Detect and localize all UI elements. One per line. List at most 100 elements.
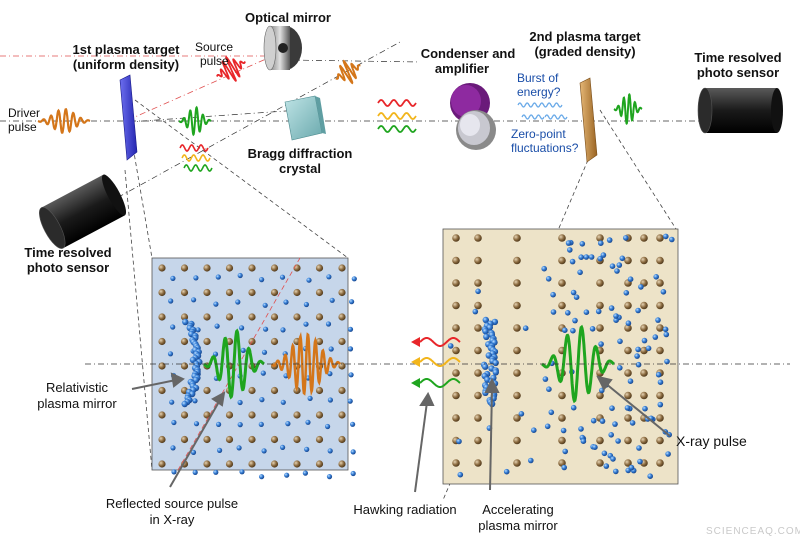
ion-particle <box>338 337 346 346</box>
electron-particle <box>213 301 219 307</box>
electron-particle <box>606 237 613 243</box>
ion-particle <box>640 256 648 265</box>
ion-particle <box>225 313 234 321</box>
electron-particle <box>307 395 313 401</box>
ion-particle <box>452 391 460 400</box>
condenser-label: Condenser and <box>421 46 516 61</box>
electron-particle <box>560 427 567 434</box>
electron-particle <box>598 240 604 246</box>
electron-particle <box>663 331 670 338</box>
second-target-label: 2nd plasma target <box>529 29 641 44</box>
electron-particle <box>628 464 635 471</box>
electron-particle <box>260 370 266 376</box>
electron-particle <box>325 423 331 430</box>
mirror-electron <box>482 328 489 335</box>
ion-particle <box>474 436 482 445</box>
electron-particle <box>634 353 640 359</box>
electron-particle <box>541 265 547 272</box>
ion-particle <box>270 411 279 419</box>
ion-particle <box>513 346 521 355</box>
rgb-waves-middle <box>377 99 417 133</box>
electron-particle <box>349 299 355 305</box>
electron-particle <box>192 469 198 475</box>
electron-particle <box>303 301 309 308</box>
ion-particle <box>474 459 482 467</box>
ion-particle <box>596 436 604 445</box>
bragg-label: Bragg diffraction <box>248 146 353 161</box>
mirror-electron <box>482 363 489 370</box>
ion-particle <box>452 346 460 355</box>
hawking-label: Hawking radiation <box>353 502 456 517</box>
electron-particle <box>578 254 584 260</box>
ion-particle <box>338 460 346 468</box>
ion-particle <box>270 460 279 468</box>
ion-particle <box>270 288 279 297</box>
blue-fluctuation-waves <box>517 102 568 120</box>
ion-particle <box>293 435 301 444</box>
electron-particle <box>303 321 309 327</box>
electron-particle <box>215 274 221 280</box>
ion-particle <box>596 301 604 310</box>
second-target-sublabel: (graded density) <box>534 44 635 59</box>
source-pulse-label: Source <box>195 40 233 54</box>
electron-particle <box>325 321 332 327</box>
electron-particle <box>613 317 619 324</box>
electron-particle <box>613 313 619 319</box>
ion-particle <box>624 436 632 445</box>
ion-particle <box>203 460 211 468</box>
electron-particle <box>259 397 265 403</box>
ion-particle <box>315 337 324 346</box>
electron-particle <box>570 404 577 411</box>
ion-particle <box>203 313 211 321</box>
electron-particle <box>170 275 176 281</box>
electron-particle <box>190 449 197 455</box>
ion-particle <box>474 279 482 287</box>
electron-particle <box>598 341 604 347</box>
ion-particle <box>640 324 648 332</box>
electron-particle <box>613 468 619 475</box>
ion-particle <box>624 414 632 422</box>
electron-particle <box>546 386 552 393</box>
ion-particle <box>452 324 460 332</box>
first-target-sublabel: (uniform density) <box>73 57 179 72</box>
sensor-left-label: Time resolved <box>24 245 111 260</box>
electron-particle <box>193 275 199 281</box>
mirror-electron <box>482 316 489 324</box>
ion-particle <box>640 436 648 445</box>
mirror-electron <box>492 369 499 376</box>
sensor-left-sublabel: photo sensor <box>27 260 109 275</box>
ion-particle <box>513 414 521 422</box>
ion-particle <box>158 460 166 468</box>
ion-particle <box>474 324 482 332</box>
electron-particle <box>447 343 454 349</box>
electron-particle <box>285 421 291 427</box>
electron-particle <box>237 272 243 279</box>
electron-particle <box>610 456 616 462</box>
relativistic-mirror-label: Relativistic <box>46 380 109 395</box>
electron-particle <box>216 421 222 427</box>
electron-particle <box>562 448 568 455</box>
electron-particle <box>283 299 289 305</box>
ion-particle <box>158 264 166 272</box>
ion-particle <box>225 264 234 272</box>
ion-particle <box>158 411 166 419</box>
ion-particle <box>656 301 664 310</box>
ion-particle <box>513 301 521 310</box>
zoom-panel-left <box>151 257 357 480</box>
electron-particle <box>565 240 572 246</box>
ion-particle <box>315 264 324 272</box>
electron-particle <box>170 324 176 330</box>
ion-particle <box>656 436 664 445</box>
ion-particle <box>158 288 166 297</box>
electron-particle <box>660 289 667 295</box>
electron-particle <box>261 349 268 355</box>
electron-particle <box>326 474 333 480</box>
electron-particle <box>561 464 567 471</box>
ion-particle <box>624 346 632 355</box>
ion-particle <box>513 234 521 242</box>
electron-particle <box>544 423 551 430</box>
ion-particle <box>315 386 324 395</box>
electron-particle <box>624 405 631 411</box>
electron-particle <box>168 298 174 304</box>
zero-point-sublabel: fluctuations? <box>511 141 579 155</box>
